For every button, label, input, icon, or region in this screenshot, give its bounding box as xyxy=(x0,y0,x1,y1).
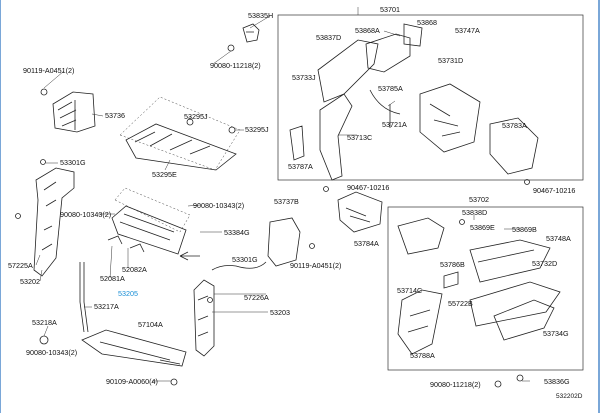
part-53202-drawing xyxy=(15,159,75,277)
label-53788A[interactable]: 53788A xyxy=(410,351,435,360)
label-57104A[interactable]: 57104A xyxy=(138,320,163,329)
part-53737-group-drawing xyxy=(289,23,539,185)
label-90080-11218-2-top[interactable]: 90080-11218(2) xyxy=(210,61,261,70)
label-53295E[interactable]: 53295E xyxy=(152,170,177,179)
label-57226A[interactable]: 57226A xyxy=(244,293,269,302)
label-53736[interactable]: 53736 xyxy=(105,111,125,120)
label-53203[interactable]: 53203 xyxy=(270,308,290,317)
label-90119-A0451-2-top[interactable]: 90119-A0451(2) xyxy=(23,66,74,75)
label-53868A[interactable]: 53868A xyxy=(355,26,380,35)
label-53202[interactable]: 53202 xyxy=(20,277,40,286)
label-90467-10216-b[interactable]: 90467-10216 xyxy=(533,186,575,195)
label-90109-A0060-4[interactable]: 90109-A0060(4) xyxy=(106,377,158,386)
label-53783A[interactable]: 53783A xyxy=(502,121,527,130)
label-90080-11218-2-bot[interactable]: 90080-11218(2) xyxy=(430,380,481,389)
label-53217A[interactable]: 53217A xyxy=(94,302,119,311)
label-53837D[interactable]: 53837D xyxy=(316,33,341,42)
label-53786B[interactable]: 53786B xyxy=(440,260,465,269)
label-53787A[interactable]: 53787A xyxy=(288,162,313,171)
label-53384G[interactable]: 53384G xyxy=(224,228,250,237)
label-57225A[interactable]: 57225A xyxy=(8,261,33,270)
group-box-53701 xyxy=(277,14,584,181)
label-90119-A0451-2-b[interactable]: 90119-A0451(2) xyxy=(290,261,341,270)
label-53784A[interactable]: 53784A xyxy=(354,239,379,248)
part-53205-drawing xyxy=(107,187,191,255)
part-53203-drawing xyxy=(193,261,267,357)
label-53734G[interactable]: 53734G xyxy=(543,329,569,338)
part-labels: 53835H 53701 53868 53868A 53747A 53837D … xyxy=(8,5,583,400)
label-53785A[interactable]: 53785A xyxy=(378,84,403,93)
label-53868[interactable]: 53868 xyxy=(417,18,437,27)
label-55722B[interactable]: 55722B xyxy=(448,299,473,308)
label-53869E[interactable]: 53869E xyxy=(470,223,495,232)
label-53721A[interactable]: 53721A xyxy=(382,120,407,129)
label-53714C[interactable]: 53714C xyxy=(397,286,422,295)
part-53217A-drawing xyxy=(79,262,89,333)
part-53702-group-drawing xyxy=(397,217,561,388)
label-53301G[interactable]: 53301G xyxy=(60,158,86,167)
label-53869B[interactable]: 53869B xyxy=(512,225,537,234)
label-53733J[interactable]: 53733J xyxy=(292,73,316,82)
part-53736-drawing xyxy=(40,88,96,133)
label-53701[interactable]: 53701 xyxy=(380,5,400,14)
label-53737B[interactable]: 53737B xyxy=(274,197,299,206)
label-53732D[interactable]: 53732D xyxy=(532,259,557,268)
label-53748A[interactable]: 53748A xyxy=(546,234,571,243)
label-90080-10343-2-b[interactable]: 90080-10343(2) xyxy=(60,210,111,219)
label-53838D[interactable]: 53838D xyxy=(462,208,487,217)
label-53295J[interactable]: 53295J xyxy=(184,112,208,121)
label-53702[interactable]: 53702 xyxy=(469,195,489,204)
label-52082A[interactable]: 52082A xyxy=(122,265,147,274)
group-box-53702 xyxy=(387,206,584,371)
leader-lines xyxy=(35,7,530,382)
part-53784A-drawing xyxy=(323,186,383,233)
label-53835H[interactable]: 53835H xyxy=(248,11,273,20)
label-53301G-b[interactable]: 53301G xyxy=(232,255,258,264)
part-57104A-drawing xyxy=(81,329,187,386)
label-53205-selected[interactable]: 53205 xyxy=(118,289,138,298)
label-53713C[interactable]: 53713C xyxy=(347,133,372,142)
label-53836G[interactable]: 53836G xyxy=(544,377,570,386)
label-53295J-b[interactable]: 53295J xyxy=(245,125,269,134)
label-90080-10343-2-c[interactable]: 90080-10343(2) xyxy=(26,348,77,357)
part-53737B-drawing xyxy=(179,217,315,267)
document-code: 532202D xyxy=(556,393,583,400)
label-90467-10216-a[interactable]: 90467-10216 xyxy=(347,183,389,192)
label-53731D[interactable]: 53731D xyxy=(438,56,463,65)
label-53218A[interactable]: 53218A xyxy=(32,318,57,327)
label-53747A[interactable]: 53747A xyxy=(455,26,480,35)
label-52081A[interactable]: 52081A xyxy=(100,274,125,283)
label-90080-10343-2-a[interactable]: 90080-10343(2) xyxy=(193,201,244,210)
